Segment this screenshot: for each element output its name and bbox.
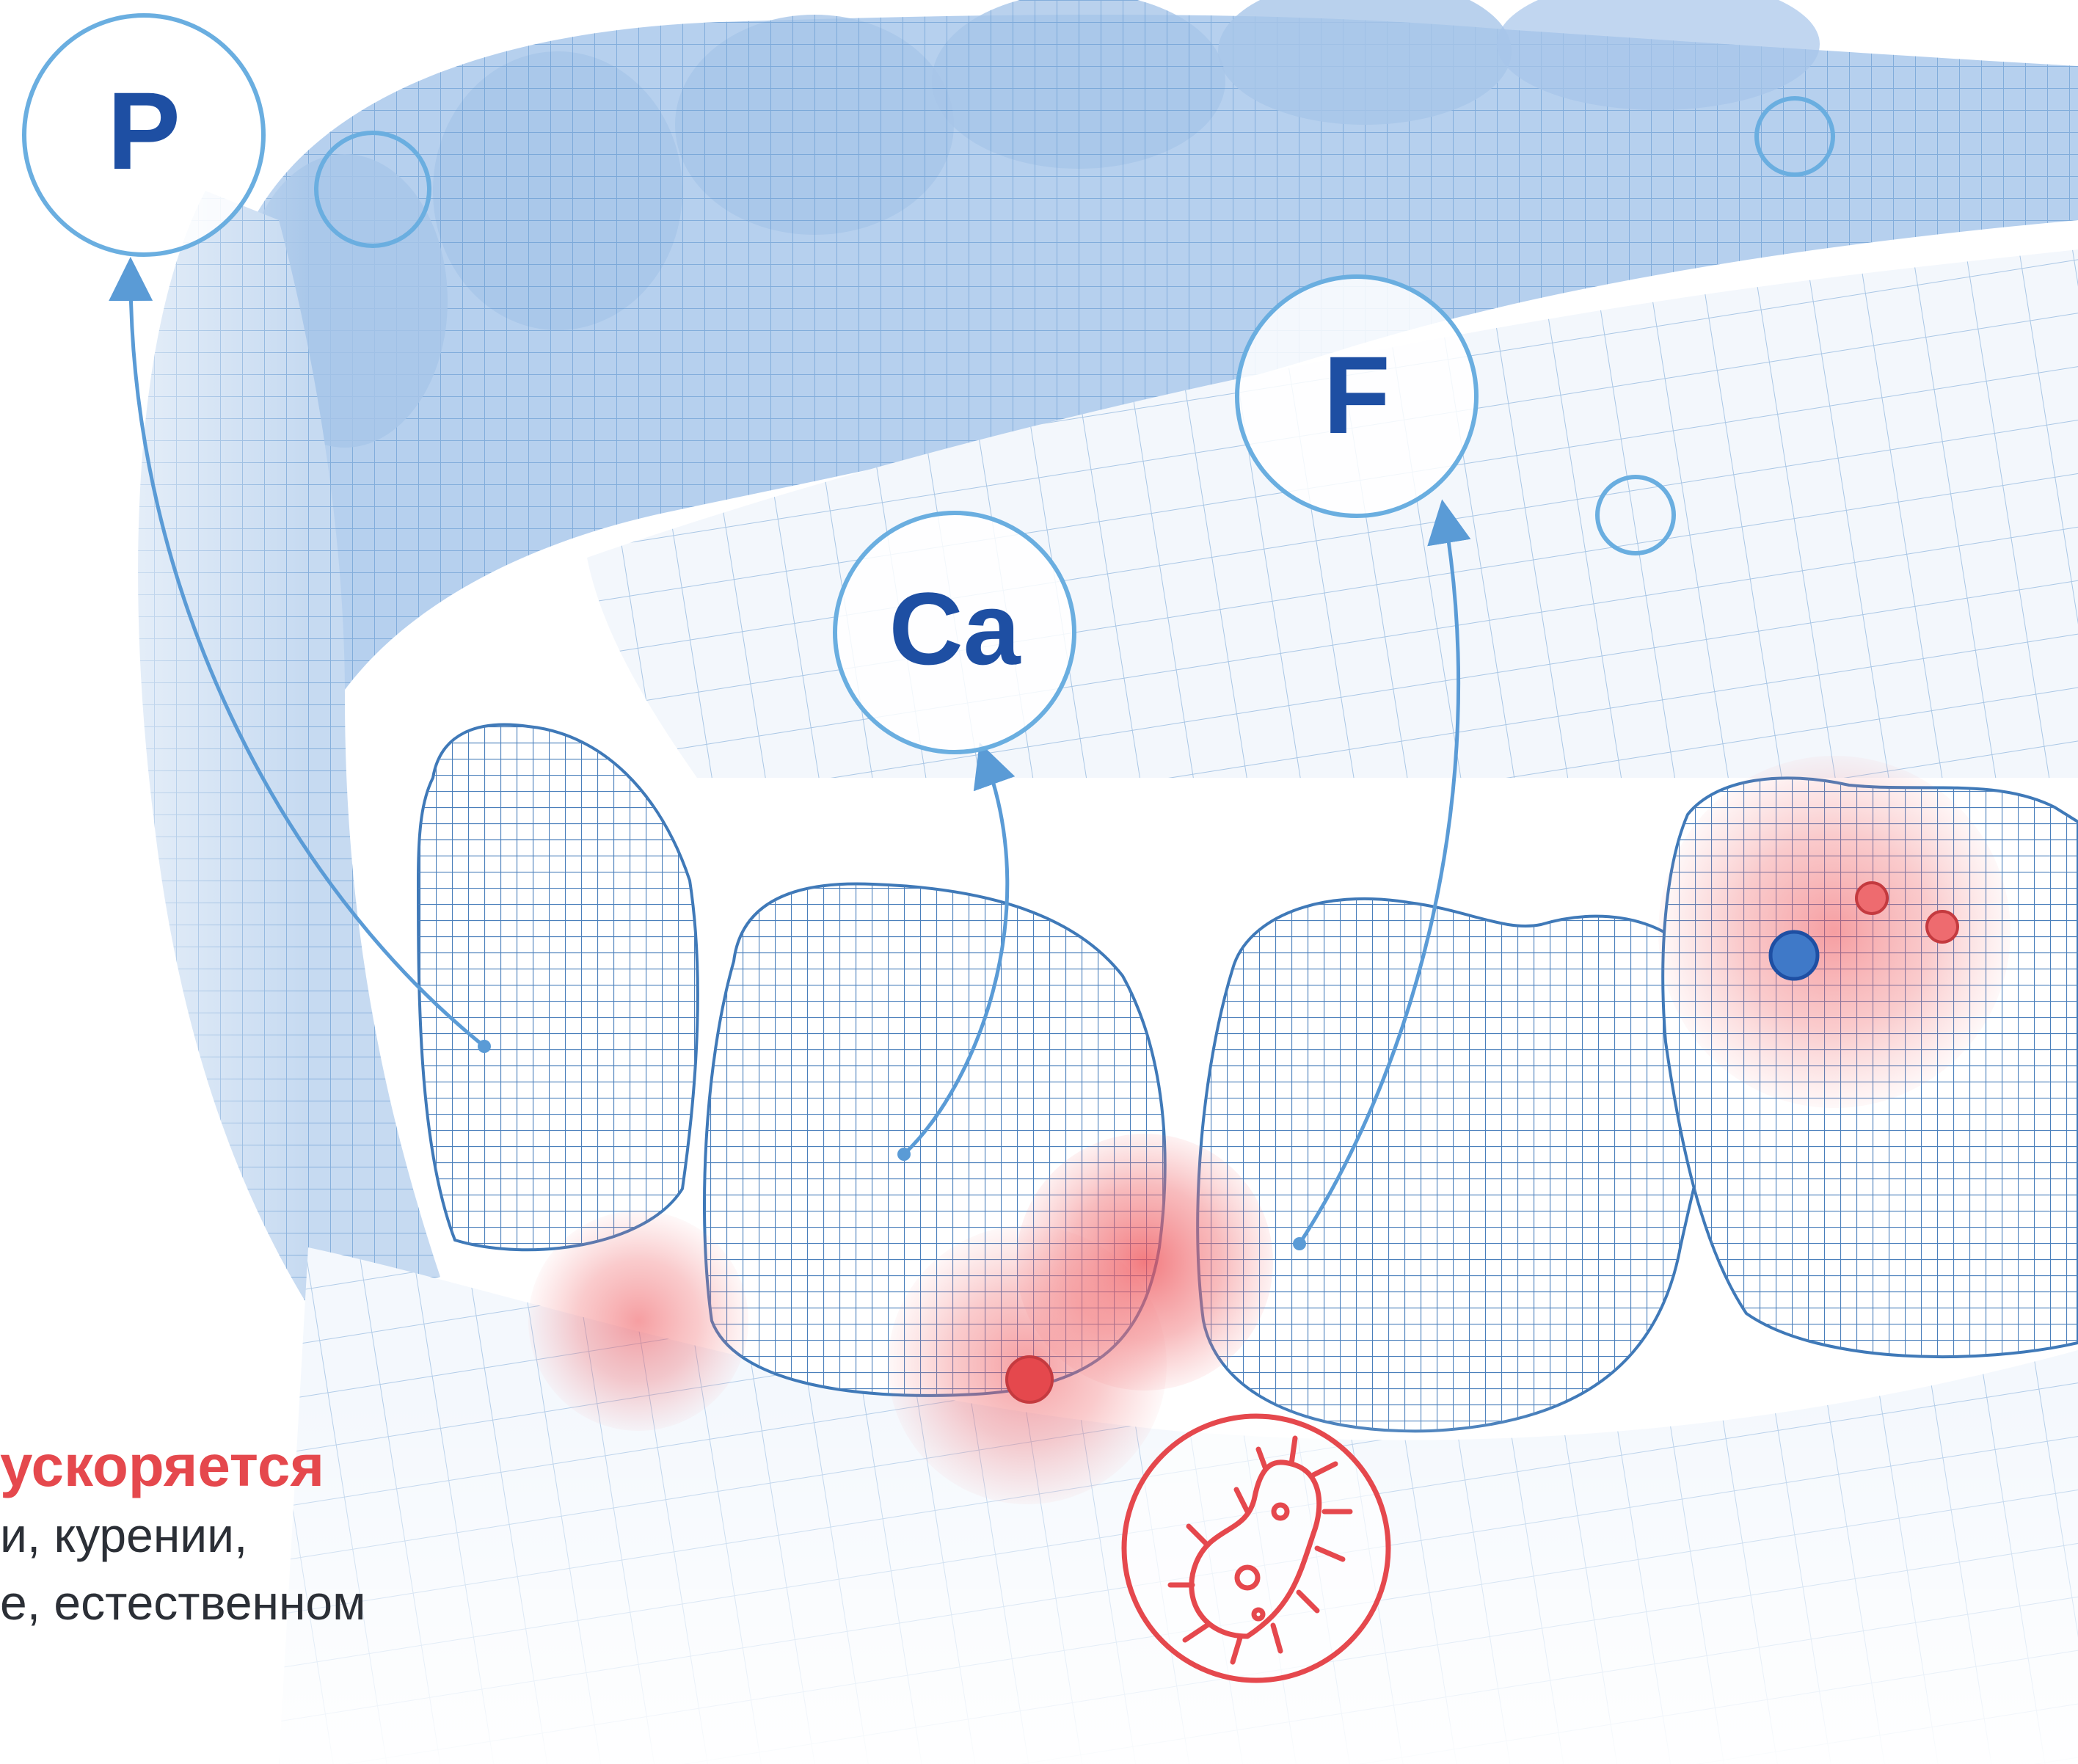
lesion-point-molar-1: [1856, 883, 1887, 914]
calcium-symbol: Ca: [889, 571, 1021, 686]
lesion-zone-tooth-gap: [1016, 1134, 1273, 1391]
bacteria-icon: [1124, 1416, 1388, 1680]
caption-headline: ускоряется: [0, 1431, 366, 1501]
caption-block: ускоряется и, курении, е, естественном: [0, 1431, 366, 1636]
lesion-zone-gum-left: [528, 1211, 748, 1431]
phosphorus-badge: P: [24, 15, 263, 255]
phosphorus-symbol: P: [107, 69, 181, 192]
lesion-point-molar-2: [1927, 911, 1958, 942]
fluorine-badge: F: [1237, 277, 1476, 516]
lesion-point-molar-blue: [1771, 932, 1818, 979]
fluorine-symbol: F: [1323, 333, 1390, 456]
caption-line-1: и, курении,: [0, 1501, 366, 1569]
caption-line-2: е, естественном: [0, 1569, 366, 1636]
calcium-badge: Ca: [835, 513, 1074, 752]
lesion-point-gum: [1007, 1357, 1052, 1402]
